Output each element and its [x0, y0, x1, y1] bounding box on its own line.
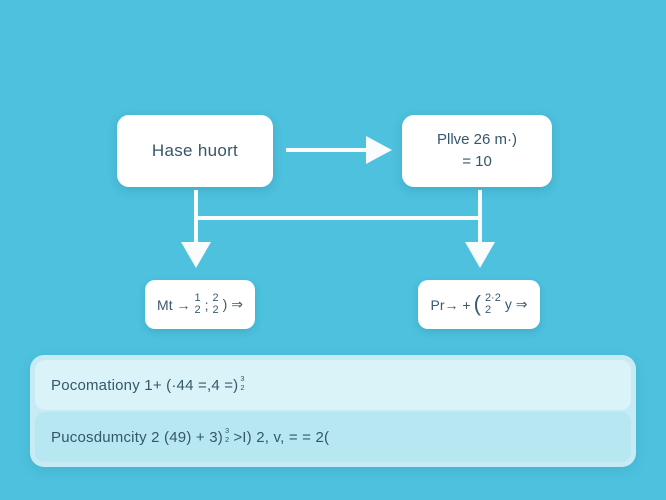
equation-row-1-fraction: 3 2 [240, 375, 244, 391]
fraction-numerator: 3 [240, 374, 245, 383]
equation-row-1-text: Pocomationy 1+ (·44 =,4 =) [51, 376, 239, 394]
formula-right-fraction: 2·2 2 [485, 293, 501, 316]
formula-right-prefix: Pr→ + [430, 296, 471, 313]
formula-right-paren: ( [473, 290, 481, 316]
flow-box-right-line1: Pllve 26 m·) [436, 130, 518, 148]
flow-box-left-label: Hase huort [151, 141, 239, 160]
formula-box-right: Pr→ + ( 2·2 2 y ⇒ [418, 280, 540, 329]
fraction-denominator: 2 [224, 434, 230, 444]
arrow-down-left-icon [181, 242, 211, 268]
flow-box-right: Pllve 26 m·) = 10 [402, 115, 552, 187]
formula-left-prefix: Mt → [157, 296, 191, 313]
equation-row-2-suffix: >I) 2, v, = = 2( [233, 428, 330, 446]
fraction-numerator: 2·2 [484, 292, 501, 304]
arrow-down-right-icon [465, 242, 495, 268]
flow-box-left: Hase huort [117, 115, 273, 187]
equation-row-2: Pucosdumcity 2 (49) + 3) 3 2 >I) 2, v, =… [35, 412, 631, 462]
fraction-numerator: 3 [224, 426, 230, 435]
fraction-denominator: 2 [240, 382, 245, 392]
equation-row-2-prefix: Pucosdumcity 2 (49) + 3) [51, 428, 223, 446]
equation-row-1: Pocomationy 1+ (·44 =,4 =) 3 2 [35, 360, 631, 410]
fraction-denominator: 2 [484, 304, 492, 316]
connector-horizontal [194, 216, 482, 220]
fraction-numerator: 2 [212, 292, 219, 304]
arrow-right-shaft [286, 148, 366, 152]
flow-box-right-line2: = 10 [462, 153, 492, 170]
formula-left-suffix: ) ⇒ [222, 296, 243, 312]
formula-left-separator: ; [204, 296, 209, 313]
equation-panel: Pocomationy 1+ (·44 =,4 =) 3 2 Pucosdumc… [30, 355, 636, 467]
formula-left-fraction-1: 1 2 [195, 293, 201, 316]
arrow-right-icon [366, 136, 392, 164]
formula-right-suffix: y ⇒ [504, 296, 528, 312]
equation-row-2-fraction: 3 2 [225, 427, 229, 443]
fraction-numerator: 1 [194, 292, 201, 304]
formula-box-left: Mt → 1 2 ; 2 2 ) ⇒ [145, 280, 255, 329]
fraction-denominator: 2 [212, 304, 219, 316]
fraction-denominator: 2 [194, 304, 201, 316]
formula-left-fraction-2: 2 2 [213, 293, 219, 316]
